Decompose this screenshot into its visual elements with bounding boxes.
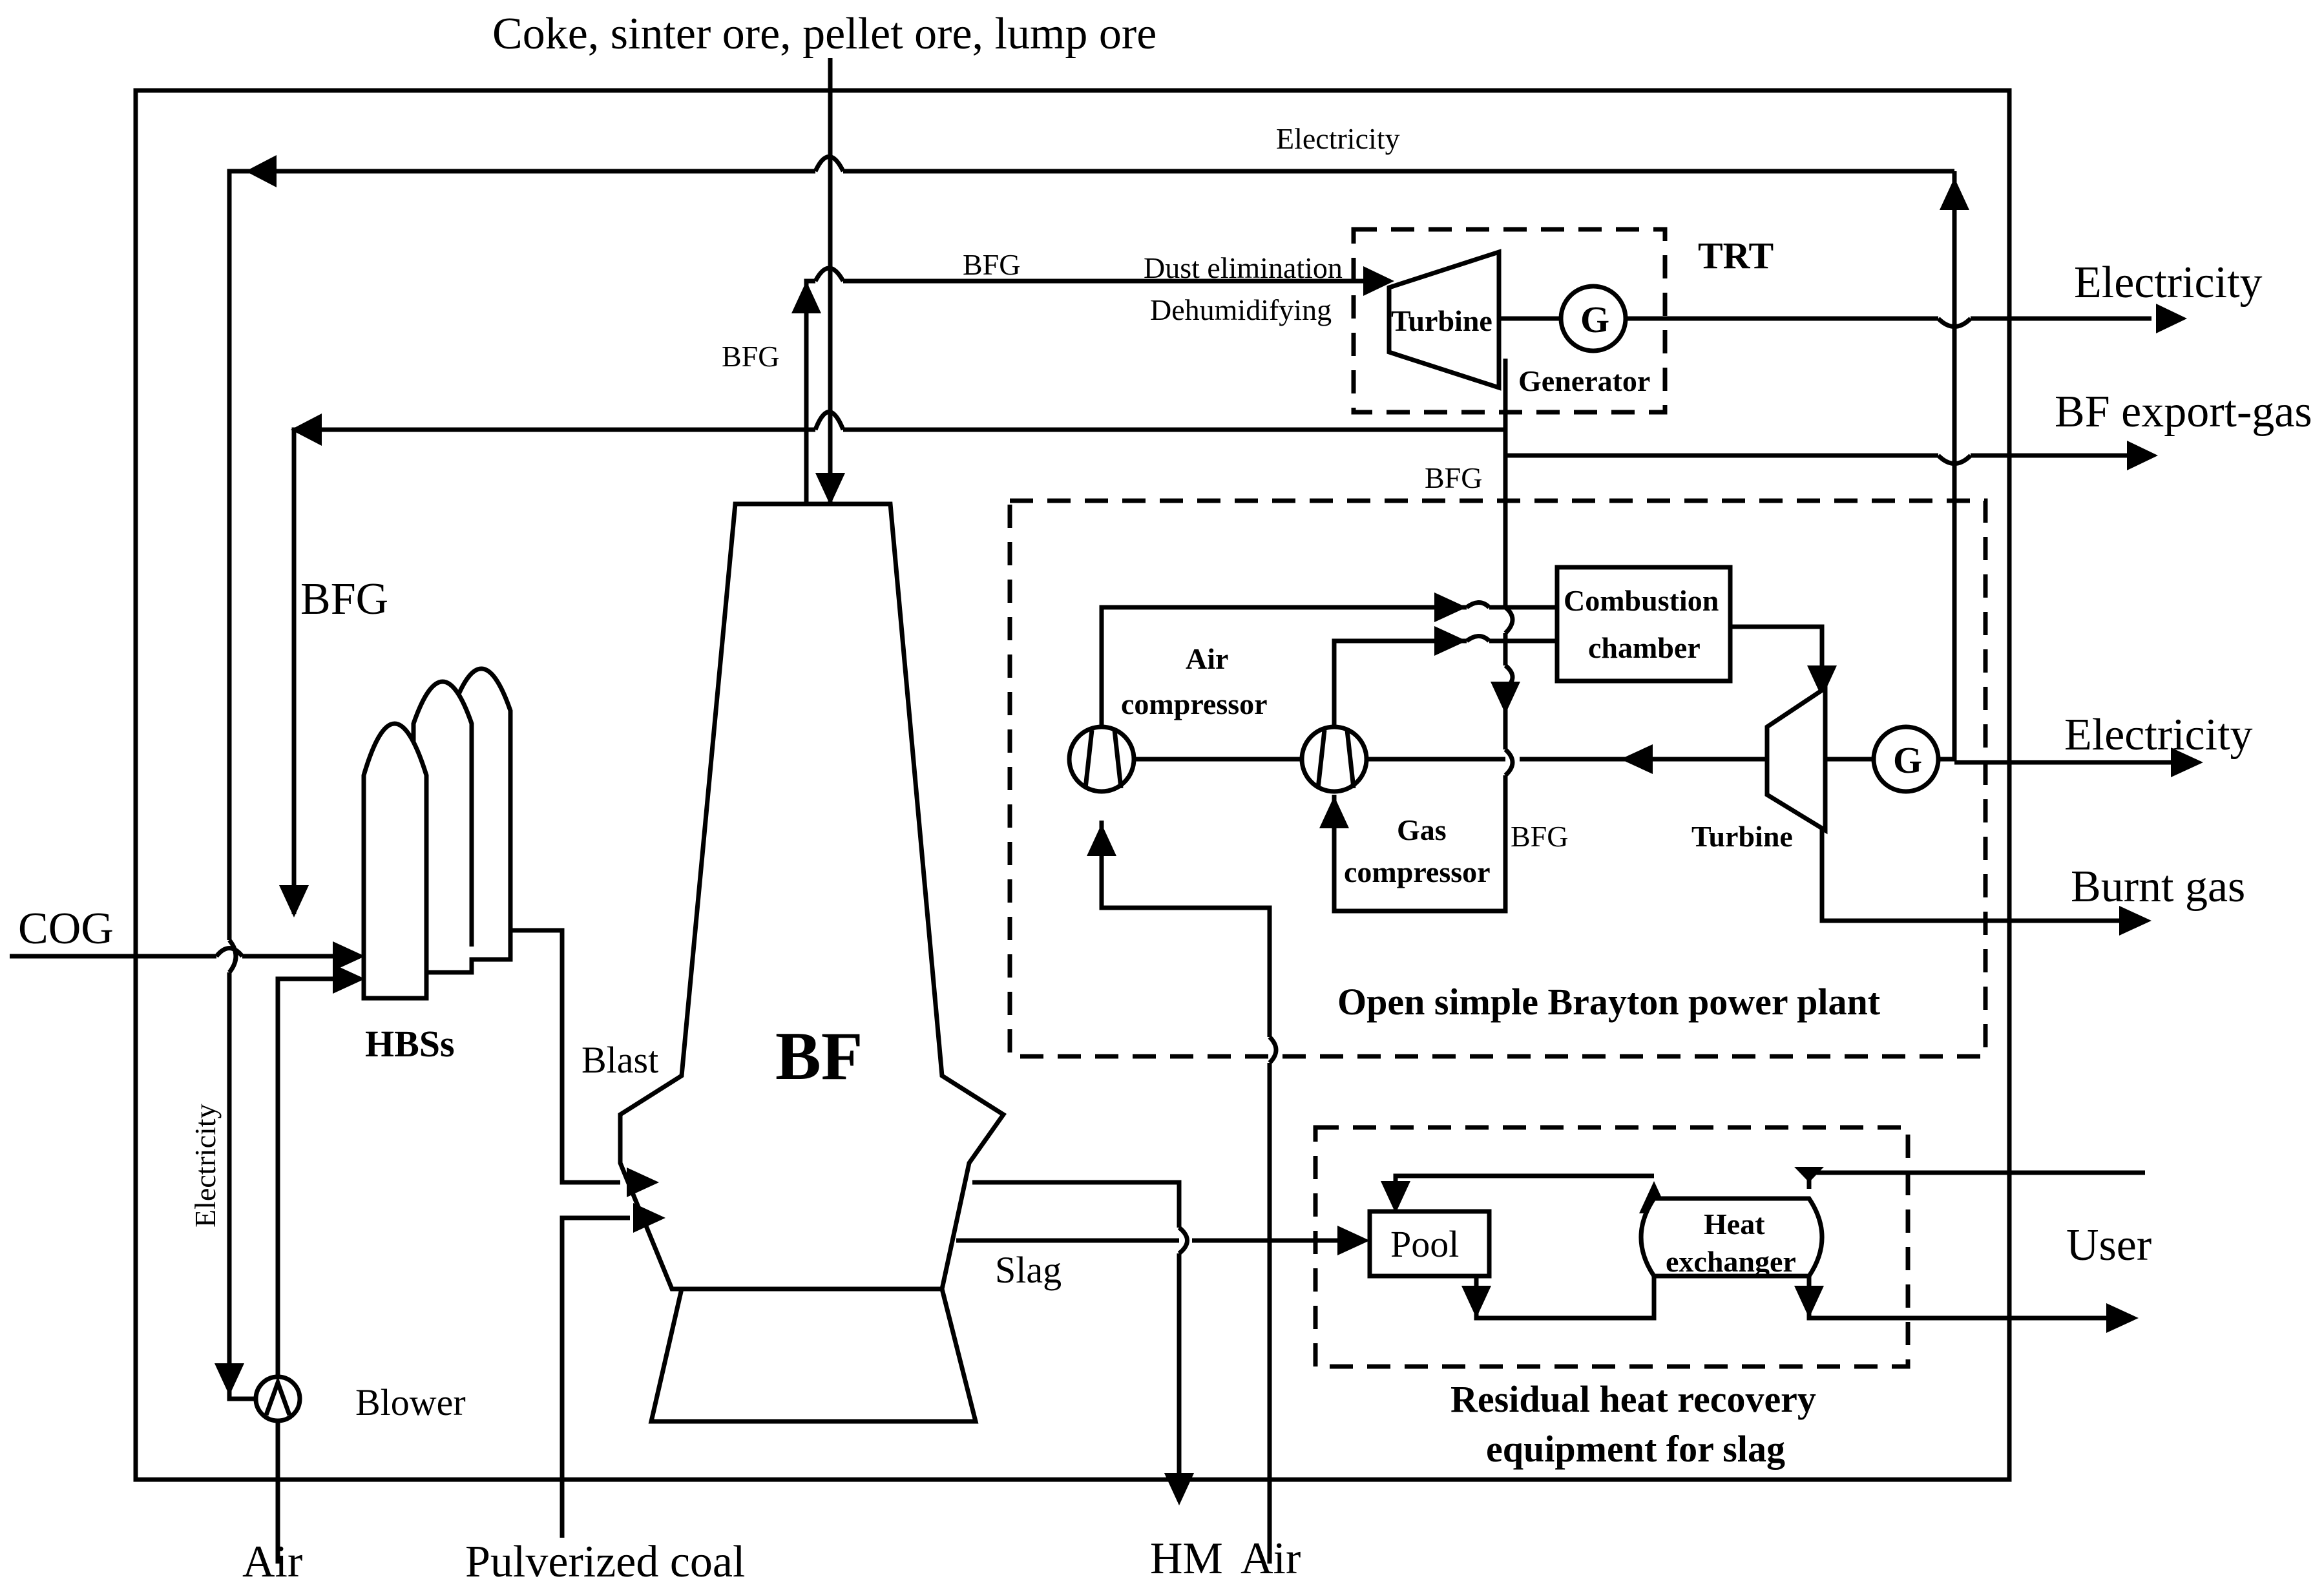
brayton-box	[1007, 498, 1988, 1059]
combustion-label-1: Combustion	[1564, 584, 1719, 617]
raw-materials-label: Coke, sinter ore, pellet ore, lump ore	[492, 9, 1157, 59]
brayton-generator-symbol: G	[1893, 739, 1922, 781]
trt-generator-symbol: G	[1580, 298, 1609, 340]
electricity-output-1: Electricity	[2074, 258, 2263, 308]
gas-compressor-label-1: Gas	[1397, 813, 1447, 846]
hbs-stove-1	[361, 721, 429, 1001]
bfg-mid-label: BFG	[1425, 461, 1482, 494]
slag-label: Slag	[995, 1249, 1062, 1291]
brayton-turbine	[1764, 684, 1828, 835]
hbs-join	[426, 934, 513, 975]
slag-recovery-box	[1313, 1125, 1910, 1369]
bf-export-gas-output: BF export-gas	[2055, 387, 2312, 437]
system-boundary	[133, 88, 2012, 1482]
user-label: User	[2066, 1220, 2151, 1270]
pool-label: Pool	[1390, 1223, 1459, 1265]
brayton-turbine-label: Turbine	[1691, 820, 1793, 853]
residual-heat-label-2: equipment for slag	[1486, 1428, 1785, 1470]
trt-turbine-label: Turbine	[1391, 304, 1492, 337]
pulverized-coal-input: Pulverized coal	[465, 1537, 745, 1581]
combustion-label-2: chamber	[1588, 631, 1701, 664]
brayton-title: Open simple Brayton power plant	[1337, 981, 1881, 1023]
bf-label: BF	[775, 1018, 863, 1094]
arrowheads	[215, 155, 2203, 1505]
hbss-label: HBSs	[365, 1023, 455, 1065]
electricity-top-label: Electricity	[1276, 122, 1400, 155]
gas-compressor	[1299, 724, 1369, 794]
dust-elimination-label: Dust elimination	[1144, 251, 1343, 284]
air-compressor-label-2: compressor	[1121, 687, 1268, 720]
blast-label: Blast	[581, 1039, 658, 1081]
heat-exchanger-label-1: Heat	[1704, 1208, 1765, 1241]
air-compressor-label-1: Air	[1186, 642, 1228, 675]
air-input-brayton: Air	[1241, 1534, 1301, 1581]
combustion-chamber	[1555, 565, 1733, 684]
trt-generator	[1558, 284, 1628, 353]
bf-hearth	[648, 1286, 979, 1424]
air-input-bottom: Air	[242, 1537, 302, 1581]
trt-turbine	[1387, 249, 1502, 391]
heat-exchanger-label-2: exchanger	[1666, 1245, 1796, 1278]
blower	[253, 1374, 302, 1423]
pipe-network	[10, 58, 2197, 1564]
bfg-left-label: BFG	[300, 574, 388, 624]
trt-box	[1351, 227, 1668, 415]
burnt-gas-output: Burnt gas	[2071, 862, 2245, 912]
brayton-generator	[1871, 724, 1941, 794]
electricity-output-2: Electricity	[2064, 710, 2253, 760]
dehumidifying-label: Dehumidifying	[1150, 293, 1332, 326]
electricity-vertical-label: Electricity	[189, 1104, 222, 1228]
gas-compressor-label-2: compressor	[1344, 855, 1491, 888]
residual-heat-label-1: Residual heat recovery	[1450, 1378, 1816, 1420]
bfg-top-label: BFG	[963, 248, 1020, 281]
bfg-vertical-label: BFG	[722, 340, 779, 373]
blast-furnace-shape	[618, 501, 1007, 1292]
pool	[1367, 1209, 1492, 1279]
trt-label: TRT	[1698, 235, 1774, 277]
trt-generator-label: Generator	[1518, 364, 1650, 397]
air-compressor	[1067, 724, 1136, 794]
hm-output: HM	[1150, 1534, 1223, 1581]
cog-input: COG	[18, 904, 114, 954]
heat-exchanger	[1638, 1196, 1825, 1279]
bfg-brayton-label: BFG	[1511, 820, 1568, 853]
blower-label: Blower	[355, 1381, 466, 1423]
